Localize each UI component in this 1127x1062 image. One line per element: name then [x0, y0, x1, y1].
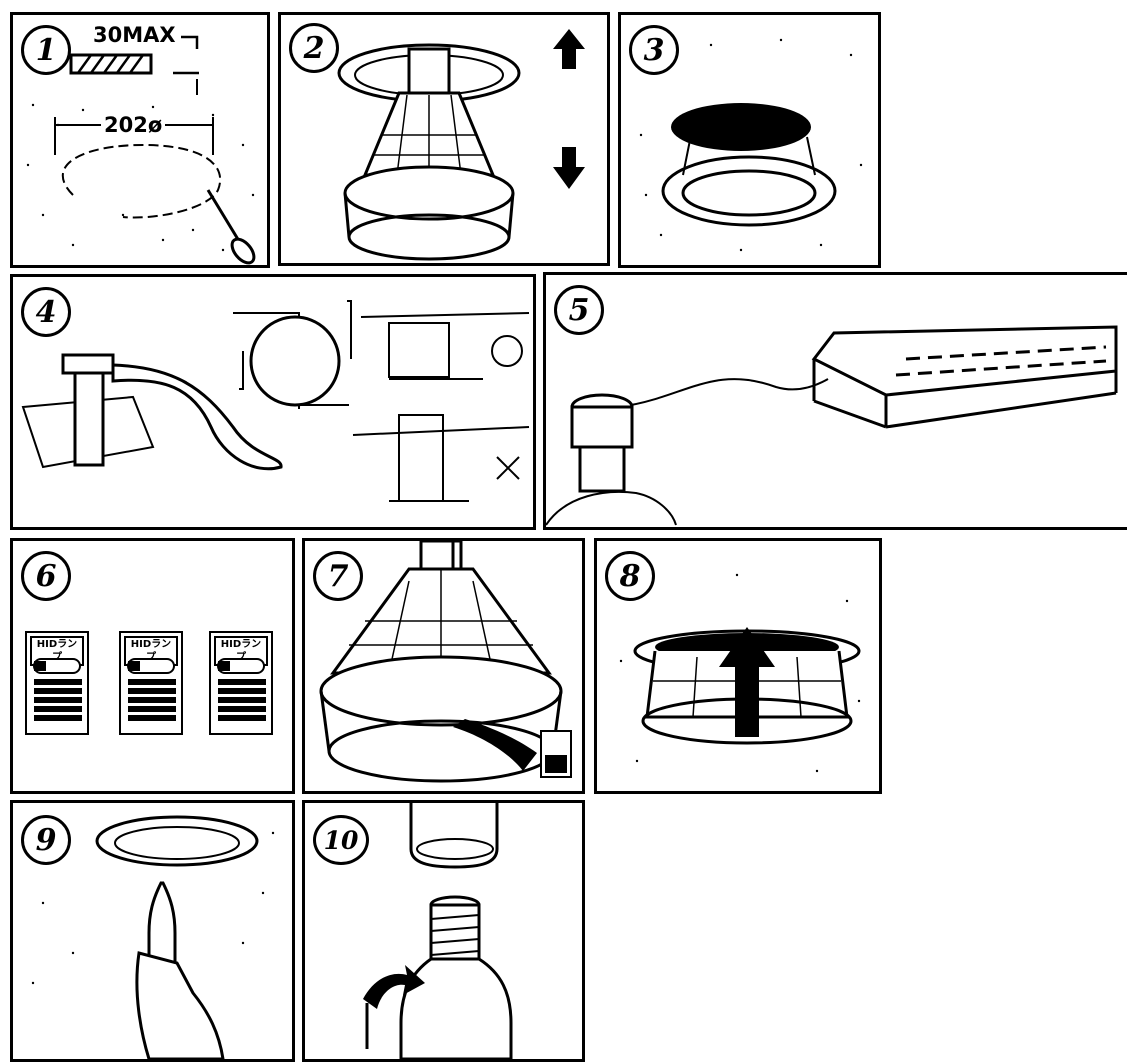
step-1-number: 1: [21, 25, 71, 75]
step-4-illustration: [21, 300, 530, 502]
saw-icon: [206, 189, 256, 265]
hid-lamp-card-3: HIDランプ: [209, 631, 273, 735]
hid-card-text-lines: [128, 679, 176, 724]
hid-lamp-card-2: HIDランプ: [119, 631, 183, 735]
step-2-number: 2: [289, 23, 339, 73]
step-2-panel: 2: [278, 12, 610, 266]
step-4-panel: 4: [10, 274, 536, 530]
step-1-panel: 1 30MAX 202ø: [10, 12, 270, 268]
step-8-number: 8: [605, 551, 655, 601]
step-8-panel: 8: [594, 538, 882, 794]
step-7-illustration: [319, 541, 572, 783]
rotate-arrow-icon: [363, 965, 425, 1049]
step-9-panel: 9: [10, 800, 295, 1062]
hid-card-text-lines: [218, 679, 266, 724]
step-9-number: 9: [21, 815, 71, 865]
hid-card-text-lines: [34, 679, 82, 724]
step-10-illustration: [363, 803, 513, 1059]
diameter-label: 202ø: [101, 113, 166, 137]
step-5-illustration: [546, 325, 1118, 526]
ceiling-texture: [31, 831, 275, 985]
step-2-illustration: [337, 29, 585, 261]
step-4-number: 4: [21, 287, 71, 337]
step-7-number: 7: [313, 551, 363, 601]
arrow-down-icon: [553, 147, 585, 189]
hid-lamp-card-1: HIDランプ: [25, 631, 89, 735]
lamp-shape-icon: [217, 658, 265, 674]
step-7-panel: 7: [302, 538, 585, 794]
step-3-illustration: [639, 38, 863, 252]
step-10-panel: 10: [302, 800, 585, 1062]
ceiling-texture: [26, 103, 255, 252]
cross-mark-icon: [496, 456, 520, 480]
lamp-shape-icon: [33, 658, 81, 674]
ceiling-texture: [639, 38, 863, 252]
depth-label: 30MAX: [93, 23, 176, 47]
step-1-illustration: [26, 35, 256, 265]
step-8-illustration: [619, 573, 861, 773]
step-3-number: 3: [629, 25, 679, 75]
step-5-number: 5: [554, 285, 604, 335]
step-9-illustration: [31, 815, 275, 1059]
step-10-number: 10: [313, 815, 369, 865]
step-6-number: 6: [21, 551, 71, 601]
step-6-panel: 6 HIDランプ HIDランプ HIDランプ: [10, 538, 295, 794]
arrow-icon: [453, 719, 537, 771]
arrow-up-icon: [553, 29, 585, 69]
step-3-panel: 3: [618, 12, 881, 268]
ceiling-texture: [619, 573, 861, 773]
lamp-shape-icon: [127, 658, 175, 674]
step-5-panel: 5: [543, 272, 1127, 530]
